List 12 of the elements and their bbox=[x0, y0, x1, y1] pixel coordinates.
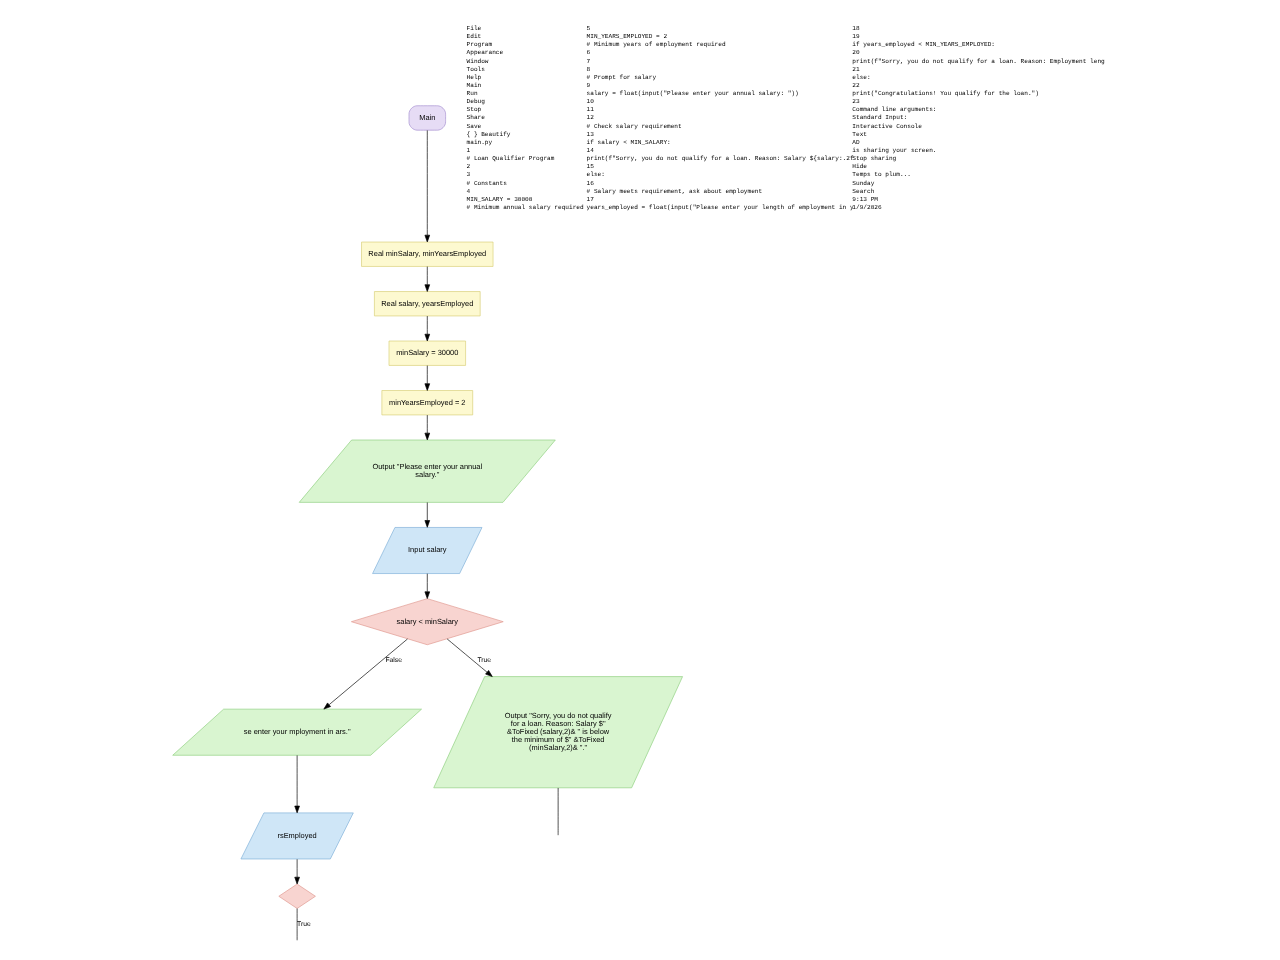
arrow bbox=[424, 573, 430, 599]
arrow bbox=[294, 858, 300, 885]
arrow bbox=[424, 130, 430, 243]
arrow bbox=[424, 365, 430, 391]
node-diamond bbox=[278, 883, 316, 909]
arrow bbox=[424, 315, 430, 342]
arrow bbox=[323, 638, 408, 710]
arrow bbox=[424, 502, 430, 528]
arrow bbox=[446, 638, 493, 677]
arrow bbox=[424, 266, 430, 292]
arrow bbox=[424, 414, 430, 441]
arrow bbox=[294, 755, 300, 814]
